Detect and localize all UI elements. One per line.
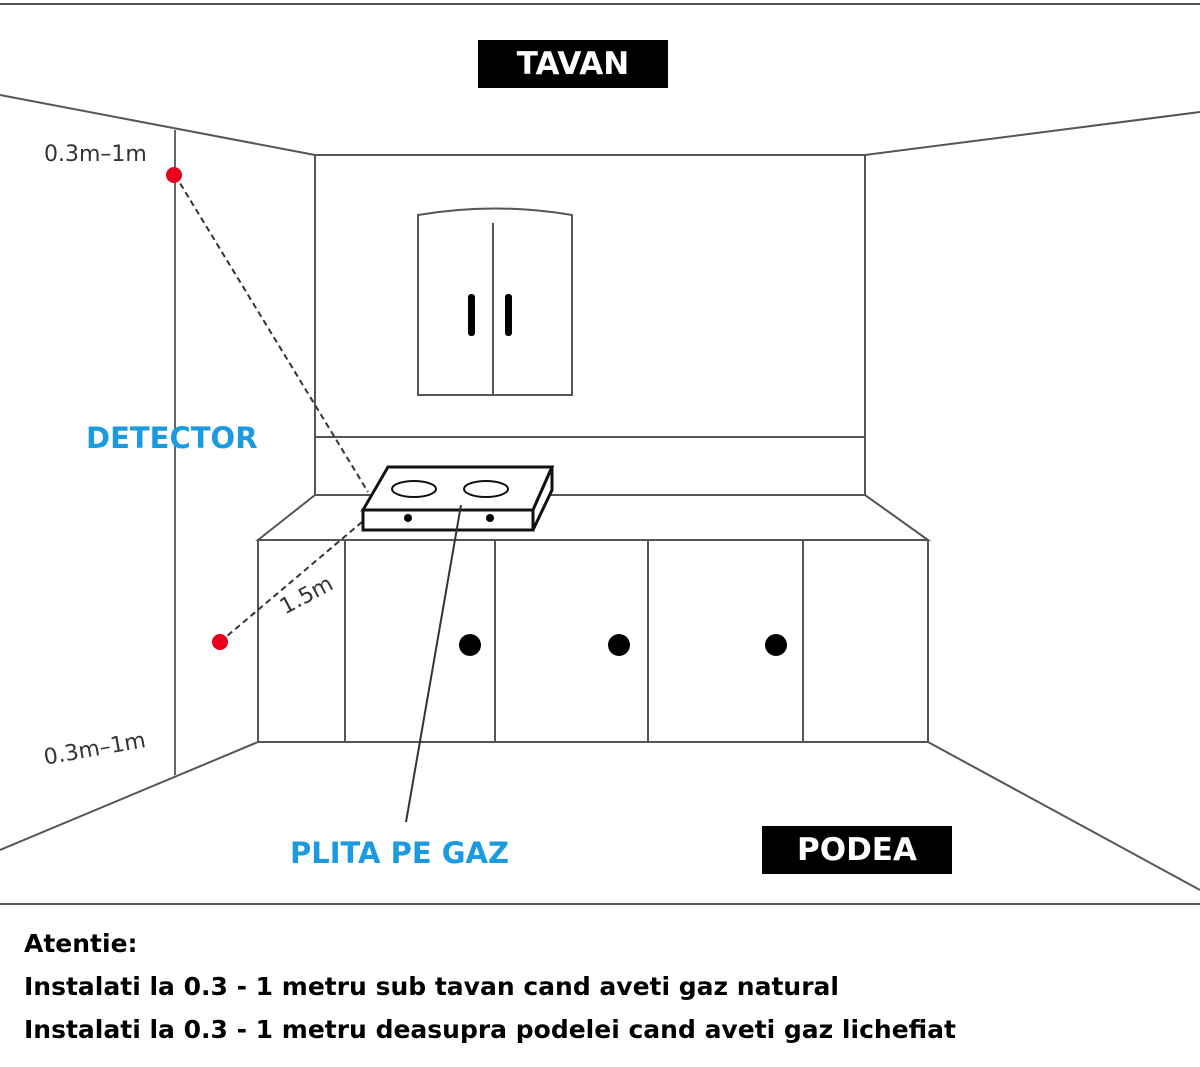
stove-knob-left — [404, 514, 412, 522]
stove-pointer-line — [405, 504, 462, 823]
ceiling-label: TAVAN — [478, 40, 668, 88]
installation-notes: Atentie: Instalati la 0.3 - 1 metru sub … — [24, 922, 956, 1051]
stove-knob-right — [486, 514, 494, 522]
ceiling-edge-left — [0, 94, 316, 156]
stove-front — [361, 508, 535, 532]
floor-edge-right — [927, 741, 1200, 891]
wall-cabinet-handle-left — [468, 294, 475, 336]
dashed-line-floor-detector — [219, 521, 363, 643]
gas-stove-label: PLITA PE GAZ — [290, 836, 510, 870]
burner-left — [391, 480, 437, 498]
base-cabinets — [257, 539, 929, 743]
stove-side — [531, 466, 554, 531]
ceiling-edge-right — [864, 111, 1200, 156]
detector-label: DETECTOR — [86, 421, 258, 455]
cabinet-knob-3 — [765, 634, 787, 656]
measure-ceiling-range: 0.3m–1m — [44, 142, 147, 167]
detector-position-top — [166, 167, 182, 183]
notes-line-natural-gas: Instalati la 0.3 - 1 metru sub tavan can… — [24, 972, 839, 1001]
back-wall — [314, 154, 866, 496]
floor-label: PODEA — [762, 826, 952, 874]
wall-cabinet — [417, 207, 573, 396]
cabinet-knob-1 — [459, 634, 481, 656]
notes-heading: Atentie: — [24, 929, 138, 958]
dashed-line-ceiling-detector — [174, 174, 369, 493]
floor-edge-left — [0, 741, 259, 851]
countertop — [255, 494, 932, 541]
detector-position-bottom — [212, 634, 228, 650]
notes-line-lpg: Instalati la 0.3 - 1 metru deasupra pode… — [24, 1015, 956, 1044]
wall-cabinet-handle-right — [505, 294, 512, 336]
cabinet-knob-2 — [608, 634, 630, 656]
burner-right — [463, 480, 509, 498]
